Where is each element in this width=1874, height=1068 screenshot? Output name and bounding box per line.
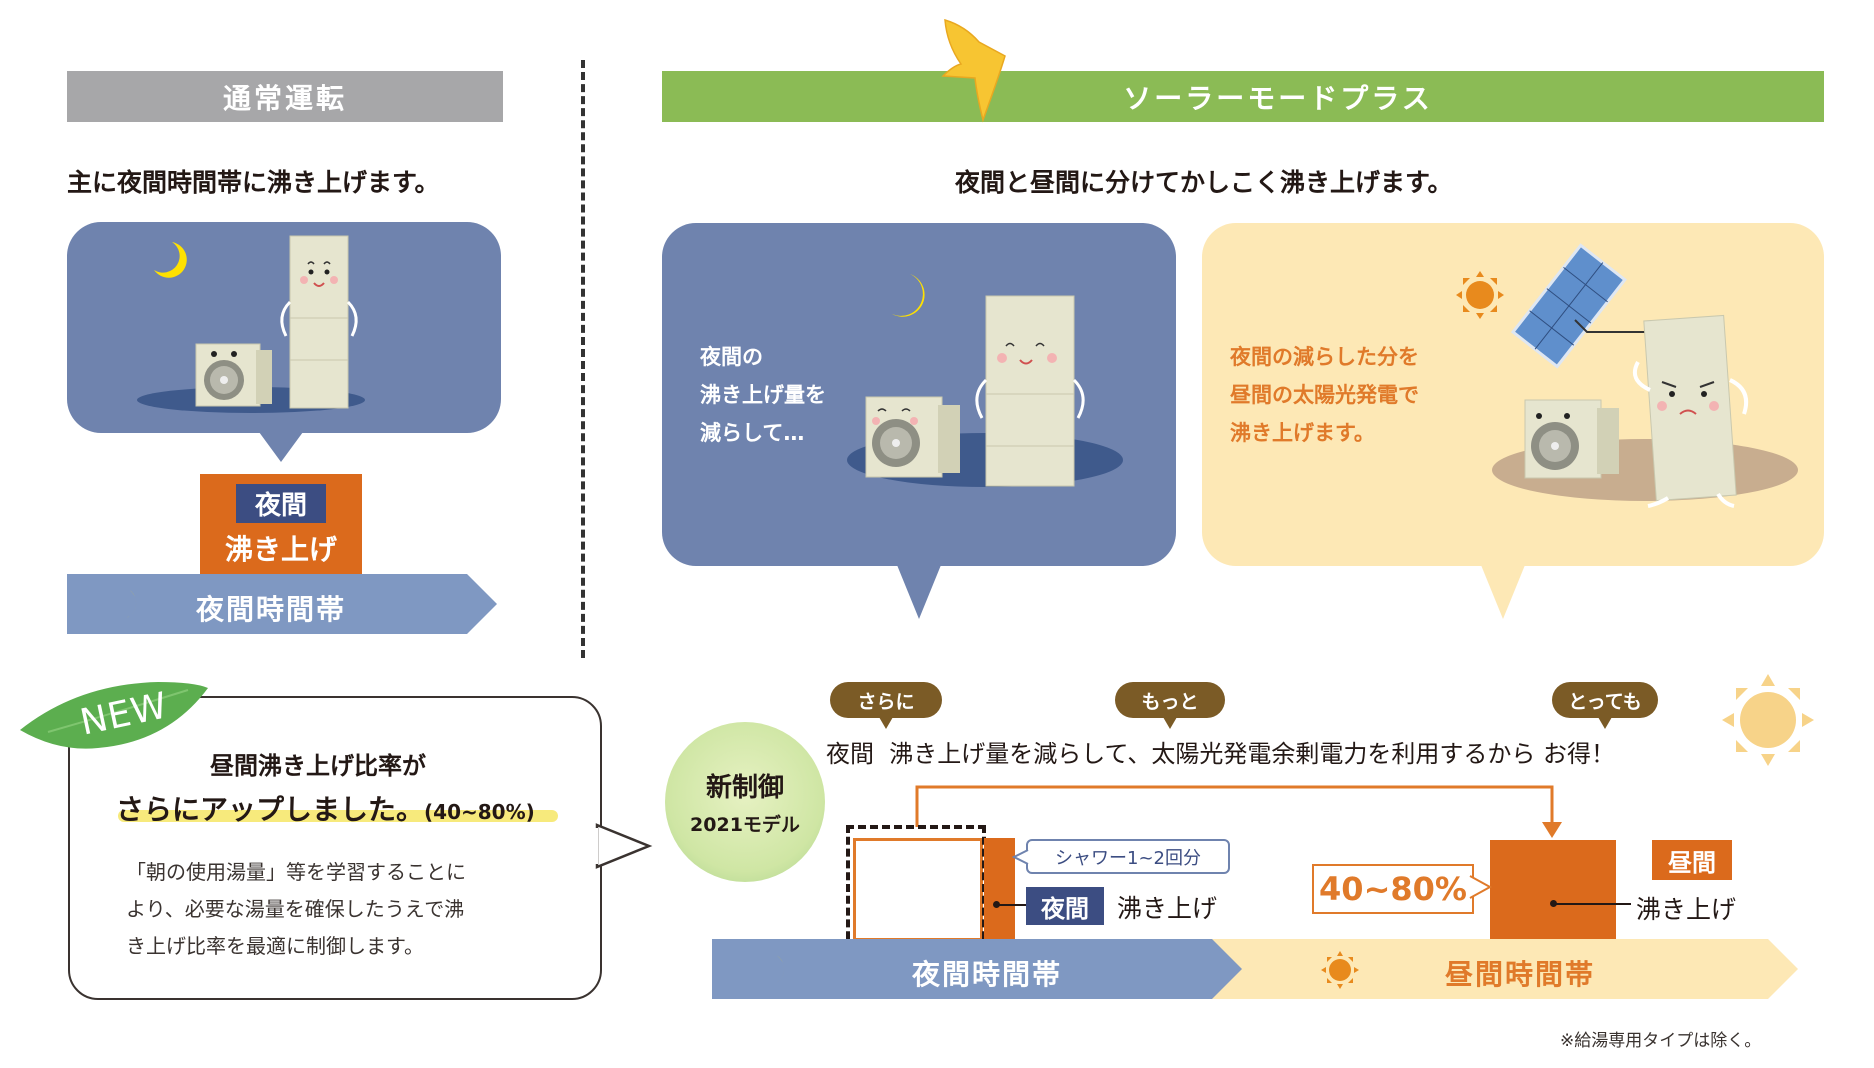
ratio-callout: 40~80% (1312, 864, 1474, 914)
hot-water-tank-icon (975, 295, 1085, 487)
sun-icon (1722, 674, 1814, 766)
leaf-badge-icon (20, 682, 208, 749)
hot-water-tank-icon (1633, 314, 1749, 508)
flow-statement: 夜間 沸き上げ量を減らして、太陽光発電余剰電力を利用するから お得！ (826, 740, 1615, 768)
night-scene-pointer (897, 565, 941, 619)
pill-tottemo: とっても (1552, 682, 1658, 729)
shower-callout-pointer (1011, 849, 1029, 865)
normal-scene-pointer (259, 432, 303, 462)
moon-icon (762, 954, 785, 986)
new-control-2021-badge: 新制御 2021モデル (665, 722, 825, 882)
day-time-band-label: 昼間時間帯 (1445, 958, 1596, 991)
normal-operation-subtitle: 主に夜間時間帯に沸き上げます。 (67, 168, 440, 197)
night-boil-label: 沸き上げ (1117, 894, 1218, 923)
time-bands (712, 939, 1798, 999)
night-time-band (67, 574, 497, 634)
night-time-band-label: 夜間時間帯 (196, 593, 347, 626)
night-time-band-label: 夜間時間帯 (912, 958, 1063, 991)
new-feature-bubble (68, 696, 602, 1000)
day-scene-text: 夜間の減らした分を 昼間の太陽光発電で 沸き上げます。 (1230, 345, 1419, 445)
heat-pump-unit-icon (1524, 399, 1619, 479)
bird-icon (941, 18, 1006, 123)
boil-label: 沸き上げ (224, 533, 337, 566)
new-title-line1: 昼間沸き上げ比率が (210, 752, 426, 780)
day-scene-pointer (1481, 565, 1525, 619)
new-body-text: 「朝の使用湯量」等を学習することに より、必要な湯量を確保したうえで沸 き上げ比… (126, 860, 466, 958)
normal-operation-header: 通常運転 (67, 71, 503, 122)
reduced-night-boil-box (853, 838, 983, 941)
transfer-arrow (915, 785, 1562, 838)
ratio-callout-pointer (1468, 875, 1493, 899)
footnote: ※給湯専用タイプは除く。 (1560, 1031, 1762, 1051)
previous-amount-dotted-frame (846, 825, 986, 951)
heat-pump-unit-icon (195, 343, 272, 407)
moon-icon (892, 274, 925, 317)
solar-mode-subtitle: 夜間と昼間に分けてかしこく沸き上げます。 (955, 168, 1453, 197)
normal-operation-title: 通常運転 (222, 81, 347, 115)
day-boil-leader (1555, 903, 1631, 905)
night-boil-bar (984, 838, 1015, 940)
hot-water-tank-icon (280, 235, 358, 409)
sun-icon (1456, 271, 1504, 319)
day-boil-dot (1550, 900, 1557, 907)
pill-motto: もっと (1115, 682, 1225, 729)
new-bubble-pointer (594, 823, 653, 869)
night-boil-box: 夜間 沸き上げ (200, 474, 362, 574)
night-boil-tag: 夜間 (1026, 887, 1104, 925)
night-boil-leader (999, 904, 1027, 906)
day-time-band (1192, 939, 1798, 999)
highlight-underline (118, 810, 558, 822)
sun-icon (1321, 951, 1359, 989)
night-scene-text: 夜間の 沸き上げ量を 減らして… (700, 345, 826, 445)
section-divider (581, 60, 585, 658)
day-boil-label: 沸き上げ (1636, 895, 1737, 924)
solar-mode-plus-title: ソーラーモードプラス (1123, 81, 1433, 115)
moon-icon (114, 588, 137, 620)
shower-callout: シャワー1~2回分 (1026, 839, 1230, 874)
night-tag: 夜間 (236, 484, 326, 523)
pill-sarani: さらに (830, 682, 942, 729)
heat-pump-unit-icon (865, 396, 960, 478)
day-boil-tag: 昼間 (1652, 840, 1732, 880)
solar-mode-plus-header: ソーラーモードプラス (662, 71, 1824, 122)
new-title-line2: さらにアップしました。(40~80%) (116, 793, 535, 826)
moon-icon (154, 242, 187, 278)
night-boil-dot (993, 901, 1000, 908)
night-time-band (712, 939, 1242, 999)
solar-panel-icon (1510, 243, 1655, 369)
day-boil-bar (1490, 840, 1616, 940)
